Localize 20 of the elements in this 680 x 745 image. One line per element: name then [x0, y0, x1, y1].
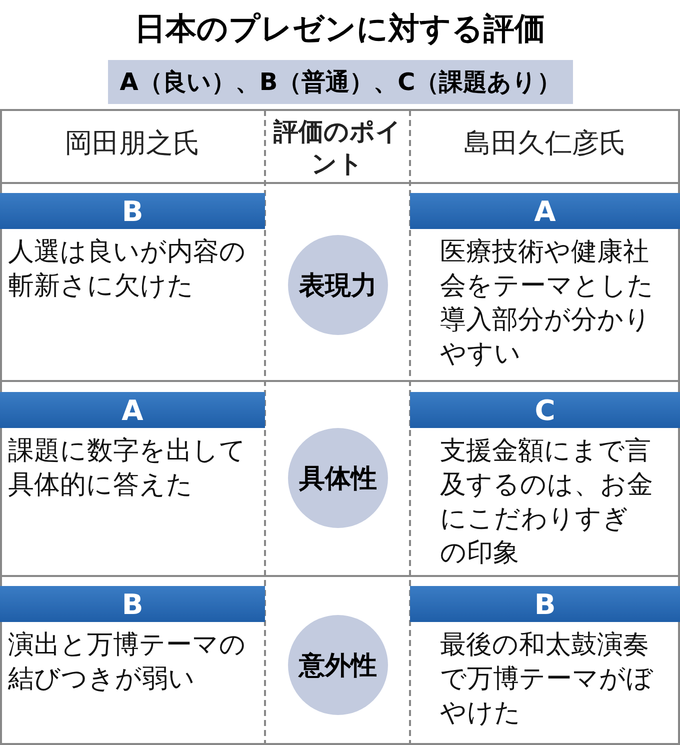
criterion-circle: 具体性 [288, 428, 388, 528]
criterion-circle: 意外性 [288, 615, 388, 715]
comment-text: 演出と万博テーマの結びつきが弱い [8, 629, 247, 696]
grade-bar: A [0, 392, 265, 428]
grade-bar: B [0, 586, 265, 622]
grade-bar: B [0, 193, 265, 229]
column-header: 島田久仁彦氏 [463, 128, 627, 161]
criterion-circle: 表現力 [288, 235, 388, 335]
grade-bar: B [410, 586, 680, 622]
comment-text: 人選は良いが内容の斬新さに欠けた [8, 236, 247, 303]
comment-text: 支援金額にまで言及するのは、お金にこだわりすぎの印象 [440, 435, 654, 570]
column-header: 岡田朋之氏 [64, 128, 201, 161]
grade-bar: C [410, 392, 680, 428]
comment-text: 医療技術や健康社会をテーマとした導入部分が分かりやすい [440, 236, 655, 371]
column-header: 評価のポイント [272, 116, 402, 180]
comment-text: 最後の和太鼓演奏で万博テーマがぼやけた [440, 629, 654, 730]
comment-text: 課題に数字を出して具体的に答えた [8, 435, 247, 502]
grade-bar: A [410, 193, 680, 229]
legend-band: A（良い）、B（普通）、C（課題あり） [108, 60, 573, 104]
title: 日本のプレゼンに対する評価 [134, 10, 546, 49]
